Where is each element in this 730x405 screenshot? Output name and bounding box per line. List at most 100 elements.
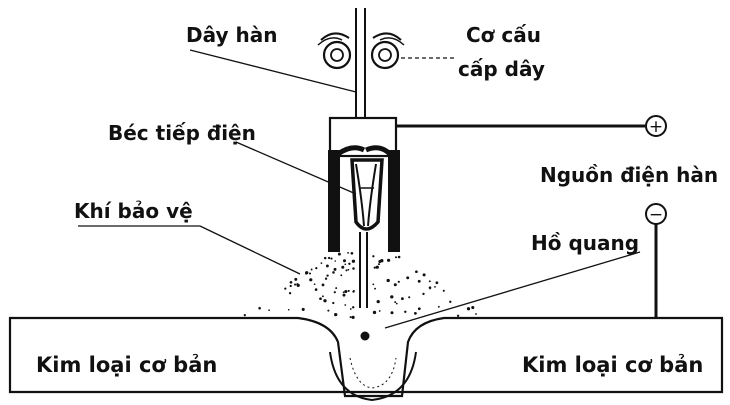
gas-particle: [372, 283, 375, 286]
base-metal-plate: [8, 316, 724, 398]
gas-particle: [327, 309, 330, 312]
feeder-label-line2: cấp dây: [458, 57, 545, 81]
base-metal-left-label: Kim loại cơ bản: [36, 353, 217, 377]
gas-particle: [397, 255, 401, 259]
negative-terminal-icon: −: [645, 203, 667, 225]
base-metal-right-label: Kim loại cơ bản: [522, 353, 703, 377]
gas-particle: [332, 301, 335, 305]
gas-particle: [428, 280, 431, 283]
gas-particle: [333, 267, 337, 271]
gas-particle: [332, 271, 335, 274]
shield-gas-label: Khí bảo vệ: [74, 199, 193, 223]
gas-particle: [309, 278, 313, 282]
gas-particle: [340, 274, 343, 277]
gas-particle: [393, 283, 397, 287]
gas-particle: [344, 304, 347, 306]
gas-particle: [324, 277, 328, 280]
contact-tip: [350, 158, 384, 231]
gas-particle: [330, 257, 333, 260]
gas-particle: [422, 292, 425, 296]
arc-leader: [384, 251, 641, 329]
gas-particle: [319, 297, 322, 301]
gas-particle: [333, 291, 336, 294]
weld-pool: [329, 351, 417, 402]
gas-particle: [323, 256, 327, 260]
gas-particle: [305, 272, 307, 275]
gas-particle: [471, 305, 475, 310]
gas-particle: [429, 287, 431, 290]
gas-particle: [344, 289, 348, 294]
gas-particle: [308, 272, 312, 275]
shield-gas-leader-diag: [199, 225, 301, 275]
gas-particle: [395, 302, 398, 305]
gas-particle: [310, 268, 313, 271]
gas-particle: [334, 312, 338, 317]
gas-particle: [349, 316, 352, 319]
gas-particle: [337, 252, 341, 256]
gas-particle: [375, 265, 379, 269]
gas-particle: [350, 251, 354, 255]
gas-particle: [417, 307, 421, 311]
gas-particle: [347, 268, 350, 271]
gas-particle: [373, 266, 376, 269]
gas-particle: [374, 287, 377, 290]
leader-lines: [78, 49, 641, 329]
gas-particle: [321, 283, 325, 287]
power-source-label: Nguồn điện hàn: [540, 163, 718, 187]
gas-particle: [334, 260, 337, 262]
gas-particle: [466, 307, 471, 311]
shielding-gas-particles: [243, 251, 477, 319]
gas-particle: [372, 310, 377, 315]
gas-particle: [313, 283, 316, 286]
gas-particle: [442, 289, 445, 292]
gas-particle: [325, 264, 329, 268]
arc-label: Hồ quang: [531, 231, 639, 255]
gas-particle: [435, 281, 439, 285]
welding-wire: [355, 8, 368, 308]
gas-particle: [294, 277, 298, 281]
arc-spot: [360, 331, 370, 341]
gas-particle: [406, 276, 410, 280]
gas-particle: [449, 300, 452, 303]
gas-particle: [345, 269, 348, 272]
gas-particle: [408, 296, 411, 299]
gas-particle: [348, 262, 351, 265]
gas-particle: [284, 287, 287, 290]
gas-particle: [320, 262, 323, 264]
gas-particle: [378, 310, 381, 312]
gas-particle: [289, 280, 293, 284]
gas-particle: [335, 287, 338, 290]
gas-particle: [288, 292, 292, 295]
gas-particle: [414, 312, 417, 315]
negative-symbol: −: [649, 205, 663, 225]
gas-particle: [296, 283, 299, 286]
gas-particle: [378, 260, 382, 263]
gas-particle: [401, 297, 404, 301]
gas-particle: [315, 266, 318, 270]
gas-particle: [390, 295, 394, 299]
positive-terminal-icon: +: [645, 115, 667, 137]
wire-leader: [189, 49, 357, 93]
gas-particle: [397, 280, 400, 283]
gas-particle: [343, 259, 346, 263]
wire-feeder-rollers: [317, 32, 405, 70]
gas-particle: [390, 311, 394, 315]
gas-particle: [394, 256, 398, 259]
gas-particle: [344, 263, 347, 266]
gas-particle: [437, 305, 440, 308]
gas-particle: [243, 313, 246, 317]
gas-particle: [349, 308, 352, 310]
gas-particle: [376, 299, 380, 304]
gas-particle: [456, 314, 460, 317]
gas-particle: [294, 283, 297, 286]
gas-particle: [321, 295, 324, 298]
gas-particle: [289, 284, 292, 288]
gas-particle: [434, 286, 436, 288]
feeder-label-line1: Cơ cấu: [466, 23, 541, 47]
gas-particle: [301, 307, 305, 311]
gas-particle: [377, 263, 381, 266]
gas-particle: [314, 288, 318, 291]
contact-tip-label: Béc tiếp điện: [108, 121, 256, 145]
gas-particle: [342, 291, 345, 294]
gas-particle: [347, 289, 350, 292]
